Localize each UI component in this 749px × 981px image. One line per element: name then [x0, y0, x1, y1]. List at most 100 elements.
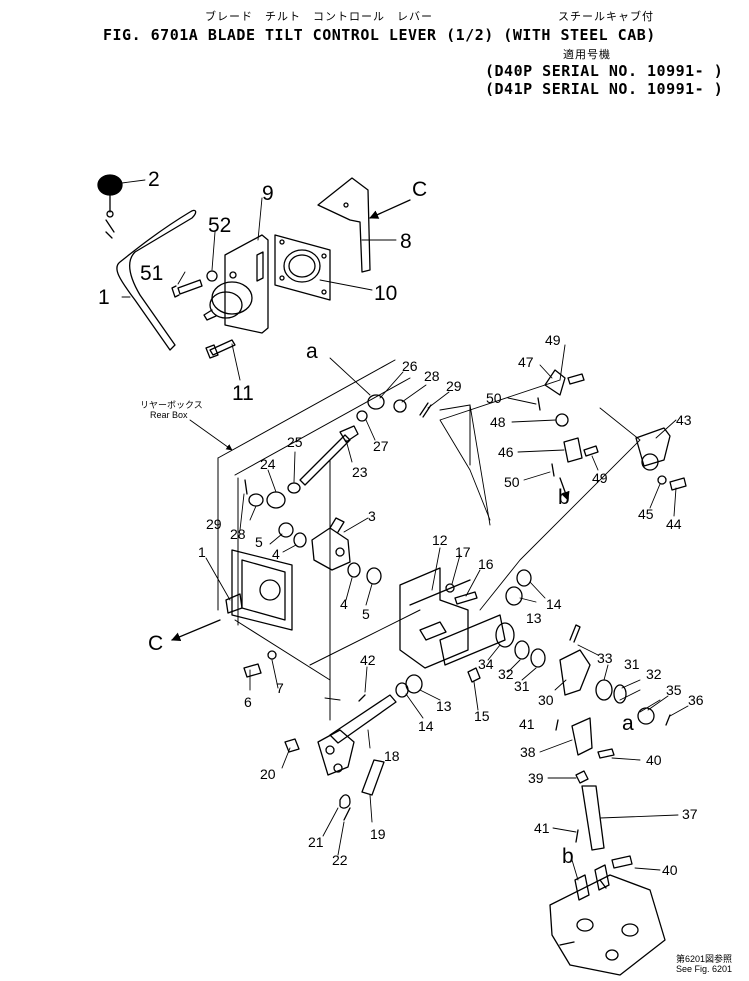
- part-number-31: 31: [514, 678, 530, 694]
- part-number-11: 11: [232, 382, 254, 405]
- part-number-49b: 49: [592, 470, 608, 486]
- rod-part-37: [581, 785, 605, 851]
- shaft-part-34: [439, 614, 506, 666]
- nut-part-25: [287, 482, 301, 494]
- part-number-34: 34: [478, 656, 494, 672]
- bolt-part-49b: [583, 445, 599, 457]
- bracket-part-12: [399, 567, 469, 669]
- leaders-upper-left: [121, 179, 397, 381]
- part-number-30: 30: [538, 692, 554, 708]
- clevis: [317, 729, 355, 776]
- part-number-4: 4: [272, 546, 280, 562]
- pins-part-50: [537, 397, 555, 477]
- part-number-6: 6: [244, 694, 252, 710]
- part-number-40b: 40: [662, 862, 678, 878]
- part-number-21: 21: [308, 834, 324, 850]
- nut-part-39: [575, 770, 589, 784]
- part-number-36: 36: [688, 692, 704, 708]
- washer-part-35: [637, 707, 655, 725]
- part-number-1: 1: [98, 286, 110, 309]
- nut-part-27: [356, 410, 368, 422]
- part-number-47: 47: [518, 354, 534, 370]
- part-number-5b: 5: [362, 606, 370, 622]
- lever-part-1: [116, 209, 197, 351]
- link-path: [479, 407, 641, 611]
- see-figure-note: See Fig. 6201: [676, 964, 733, 974]
- part-number-38: 38: [520, 744, 536, 760]
- part-number-17: 17: [455, 544, 471, 560]
- bushing-part-5: [278, 522, 294, 538]
- part-number-37: 37: [682, 806, 698, 822]
- rod-end-part-24: [266, 491, 286, 509]
- arrow-c-top: [369, 199, 411, 219]
- bushing-part-31b: [595, 679, 613, 701]
- title-japanese-cab: スチールキャブ付: [558, 11, 654, 23]
- bolt-part-49: [567, 373, 585, 385]
- part-number-26: 26: [402, 358, 418, 374]
- part-number-15: 15: [474, 708, 490, 724]
- title-japanese: ブレード チルト コントロール レバー: [205, 11, 433, 23]
- leader-b-upper: [439, 379, 561, 521]
- bolt-part-16: [454, 591, 478, 605]
- fitting-part-15: [467, 667, 481, 683]
- rod-end: [339, 425, 359, 443]
- part-number-4b: 4: [340, 596, 348, 612]
- pin-part-42: [358, 694, 366, 702]
- part-number-25: 25: [287, 434, 303, 450]
- part-number-29: 29: [446, 378, 462, 394]
- part-number-48: 48: [490, 414, 506, 430]
- bolt-part-44: [669, 477, 687, 491]
- pins-part-41: [555, 719, 579, 843]
- bushing-part-4: [293, 532, 307, 548]
- part-number-31b: 31: [624, 656, 640, 672]
- part-number-32: 32: [498, 666, 514, 682]
- grease-fitting-part-20: [284, 738, 300, 753]
- arrow-rear-box: [189, 419, 233, 451]
- bolt-part-6: [243, 663, 262, 678]
- part-number-51: 51: [140, 262, 164, 285]
- linkage-rod-part-23: [299, 434, 351, 486]
- lever-part-30: [559, 649, 591, 696]
- part-number-41b: 41: [534, 820, 550, 836]
- serial-range-d40p: (D40P SERIAL NO. 10991- ): [485, 62, 724, 80]
- leader-b-bottom: [571, 859, 579, 881]
- part-number-43: 43: [676, 412, 692, 428]
- part-number-14: 14: [546, 596, 562, 612]
- gasket-plate: [231, 549, 293, 631]
- part-number-7: 7: [276, 680, 284, 696]
- part-number-18: 18: [384, 748, 400, 764]
- bolt-part-11: [205, 339, 236, 359]
- view-callout-b-top: b: [558, 486, 570, 509]
- bolt-part-40: [597, 748, 615, 759]
- knob-part-2: [97, 174, 123, 239]
- rod-end-part-26: [367, 394, 385, 410]
- part-number-52: 52: [208, 214, 232, 237]
- part-number-33: 33: [597, 650, 613, 666]
- nut-part-28b: [248, 493, 264, 507]
- nut-part-48: [555, 413, 569, 427]
- part-number-40: 40: [646, 752, 662, 768]
- part-number-1b: 1: [198, 544, 206, 560]
- bushing-part-4b: [347, 562, 361, 578]
- arrow-c-left: [171, 619, 221, 642]
- washer-part-17: [445, 583, 455, 593]
- part-number-28: 28: [424, 368, 440, 384]
- view-callout-b-bottom: b: [562, 845, 574, 868]
- bracket-part-43: [635, 427, 671, 467]
- bolt-part-40b: [611, 855, 633, 869]
- part-number-10: 10: [374, 282, 398, 305]
- view-callout-a-right: a: [622, 712, 634, 735]
- part-number-50: 50: [486, 390, 502, 406]
- part-number-46: 46: [498, 444, 514, 460]
- part-number-16: 16: [478, 556, 494, 572]
- bracket-part-1b: [225, 593, 243, 614]
- bushing-part-5b: [366, 567, 382, 585]
- part-number-13b: 13: [436, 698, 452, 714]
- nut-part-28: [393, 399, 407, 413]
- part-number-49: 49: [545, 332, 561, 348]
- part-number-41: 41: [519, 716, 535, 732]
- grease-fitting-part-33: [569, 624, 581, 643]
- part-number-22: 22: [332, 852, 348, 868]
